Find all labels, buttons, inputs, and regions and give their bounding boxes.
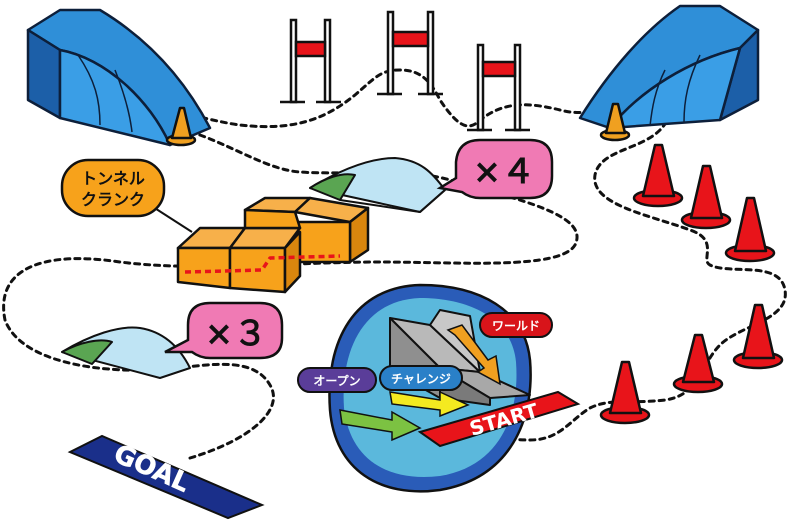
launch-ramp-left (26, 8, 212, 147)
traffic-cone-icon (632, 143, 684, 208)
goal-text: GOAL (109, 439, 194, 499)
cone-orange-right (599, 102, 631, 142)
tunnel-crank-label: トンネル クランク (60, 158, 166, 218)
wave-bump-top (309, 157, 446, 213)
traffic-cone-icon (724, 196, 776, 263)
open-label: オープン (313, 373, 360, 388)
red-cones (599, 143, 784, 425)
world-tag: ワールド (479, 312, 553, 338)
course-path (2, 68, 787, 460)
challenge-label: チャレンジ (391, 372, 451, 386)
hurdle-gate-1 (280, 18, 341, 104)
world-arrow-icon (446, 324, 501, 386)
open-tag: オープン (297, 367, 377, 393)
wave-bump-left (61, 326, 191, 379)
traffic-cone-icon (599, 360, 651, 425)
tunnel-label-line1: トンネル (81, 169, 145, 188)
traffic-cone-icon (672, 333, 724, 394)
tunnel-label-line2: クランク (81, 190, 145, 209)
challenge-arrow-icon (389, 390, 470, 418)
repeat-badge-left: ×３ (164, 301, 284, 360)
repeat-count-top: ×４ (473, 152, 536, 192)
challenge-tag: チャレンジ (379, 365, 463, 391)
hurdle-gate-2 (377, 10, 443, 96)
repeat-count-left: ×３ (205, 314, 268, 354)
launch-ramp-right (578, 4, 760, 130)
traffic-cone-icon (680, 164, 732, 230)
repeat-badge-top: ×４ (436, 138, 554, 200)
hurdle-gate-3 (467, 43, 530, 132)
cone-orange-left (165, 106, 197, 147)
world-label: ワールド (492, 319, 540, 333)
tunnel-crank-boxes (176, 196, 370, 294)
goal-mat: GOAL (67, 434, 265, 520)
open-arrow-icon (339, 409, 422, 442)
traffic-cone-icon (732, 303, 784, 370)
